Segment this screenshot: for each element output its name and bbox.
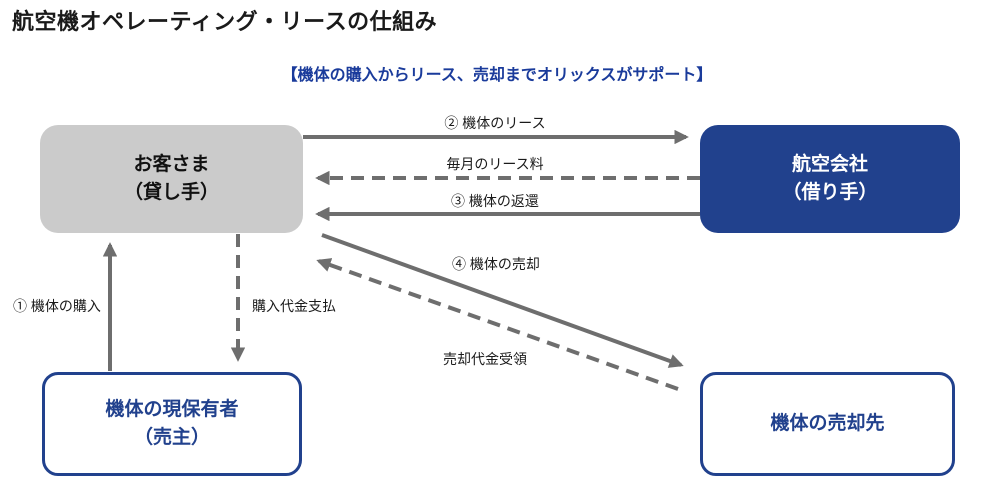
owner-role: （売主） bbox=[133, 427, 210, 448]
sale-label: ④ 機体の売却 bbox=[452, 256, 540, 272]
owner-name: 機体の現保有者 bbox=[105, 399, 239, 421]
customer-node: お客さま （貸し手） bbox=[40, 125, 303, 233]
airline-name: 航空会社 bbox=[791, 154, 868, 176]
purchase-payment-label: 購入代金支払 bbox=[252, 298, 336, 314]
customer-role: （貸し手） bbox=[123, 182, 219, 203]
lease-label: ② 機体のリース bbox=[444, 115, 546, 131]
page-title: 航空機オペレーティング・リースの仕組み bbox=[12, 9, 438, 34]
airline-node: 航空会社 （借り手） bbox=[700, 125, 960, 233]
buyer-node: 機体の売却先 bbox=[700, 372, 955, 476]
airline-role: （借り手） bbox=[782, 182, 878, 203]
sale-proceeds-arrow bbox=[316, 258, 679, 391]
monthly-fee-label: 毎月のリース料 bbox=[446, 156, 544, 172]
return-label: ③ 機体の返還 bbox=[451, 193, 539, 209]
purchase-label: ① 機体の購入 bbox=[13, 298, 101, 314]
owner-node: 機体の現保有者 （売主） bbox=[42, 372, 302, 476]
sale-proceeds-label: 売却代金受領 bbox=[443, 351, 527, 367]
buyer-name: 機体の売却先 bbox=[770, 413, 885, 435]
sale-arrow bbox=[321, 233, 684, 368]
diagram-subtitle: 【機体の購入からリース、売却までオリックスがサポート】 bbox=[281, 67, 713, 84]
customer-name: お客さま bbox=[133, 154, 210, 176]
